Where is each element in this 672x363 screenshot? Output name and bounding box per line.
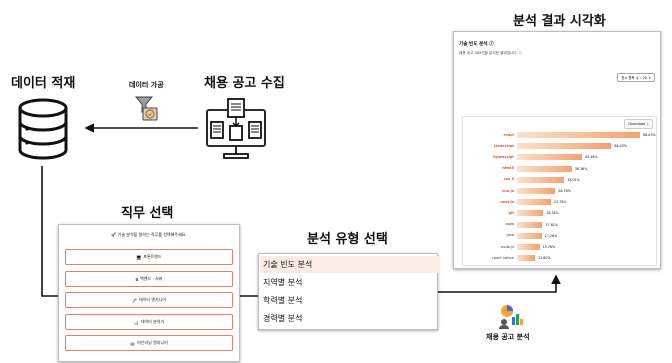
result-subtitle-text: 채용 공고 365건을 분석한 결과입니다. [459,51,518,55]
database-icon [18,98,68,160]
job-panel: 🚀 기술 분석을 원하는 직무를 선택해주세요. 🖥 프론트엔드 ⌸ 백엔드 ·… [58,224,240,362]
bar [517,176,565,183]
download-button[interactable]: Download ⤓ [624,119,653,129]
arrow-type-to-result [436,274,561,293]
bar-category-label: aws [506,222,514,227]
bar-chart: react 86.03% javascript 66.03% typescript 45.… [454,32,660,268]
bar-category-label: typescript [493,154,514,159]
bar-value-label: 12.60% [538,256,551,261]
robot-icon: 🤖 [130,340,136,346]
bar-category-label: java [506,233,514,238]
job-option-label: 백엔드 · 서버 [140,276,163,281]
type-option-frequency[interactable]: 기술 빈도 분석 [260,256,440,273]
job-option-label: 프론트엔드 [143,254,162,259]
process-label: 데이터 가공 [129,81,164,89]
bar-category-label: react [503,132,514,137]
chevron-down-icon: ▾ [648,75,651,80]
job-option-ml-engineer[interactable]: 🤖 머신러닝 엔지니어 [65,335,233,351]
collect-title: 채용 공고 수집 [204,76,285,91]
job-option-data-engineer[interactable]: 🖊 데이터 엔지니어 [65,292,233,308]
job-option-label: 머신러닝 엔지니어 [137,340,168,345]
bar-category-label: vue.js [501,188,514,193]
bar-category-label: javascript [494,143,514,148]
job-option-label: 데이터 엔지니어 [139,297,167,302]
bar-category-label: next.js [500,199,514,204]
download-button-label: Download [628,122,646,126]
download-icon: ⤓ [647,122,649,126]
bar [517,210,544,217]
type-option-region[interactable]: 지역별 분석 [263,278,303,287]
info-icon[interactable]: ⓘ [519,51,523,55]
result-subtitle: 채용 공고 365건을 분석한 결과입니다. ⓘ [459,51,523,56]
bar [517,165,572,172]
info-icon[interactable]: ⓘ [489,42,494,47]
job-prompt: 🚀 기술 분석을 원하는 직무를 선택해주세요. [111,232,187,237]
bar-value-label: 26.78% [558,189,571,193]
bar-category-label: react native [492,255,514,260]
job-option-backend[interactable]: ⌸ 백엔드 · 서버 [65,271,233,287]
data-processing-icon [134,96,158,121]
type-panel: 기술 빈도 분석 지역별 분석 학력별 분석 경력별 분석 [258,253,440,330]
line-storage-to-job [41,166,58,297]
type-option-education[interactable]: 학력별 분석 [263,296,303,305]
bar-value-label: 33.01% [567,177,580,182]
bar [517,154,583,161]
item-count-select-label: 표시 항목 수 : [621,76,641,80]
bar [517,221,543,228]
job-option-label: 데이터 분석가 [140,319,165,324]
bar [517,188,556,194]
analysis-label: 채용 공고 분석 [486,333,530,341]
bar-value-label: 18.34% [546,211,559,216]
bar-value-label: 86.03% [643,133,656,137]
result-panel: 기술 빈도 분석 ⓘ 채용 공고 365건을 분석한 결과입니다. ⓘ 표시 항… [453,31,661,269]
pen-icon: 🖊 [131,297,138,303]
item-count-select[interactable]: 표시 항목 수 : 20 ▾ [617,73,655,82]
chart-icon: 📊 [133,319,139,325]
server-icon: ⌸ [135,276,139,282]
analysis-icon [499,305,523,329]
result-title-text: 기술 빈도 분석 [459,42,488,47]
job-option-data-analyst[interactable]: 📊 데이터 분석가 [65,314,233,330]
type-option-career[interactable]: 경력별 분석 [263,314,303,323]
monitor-icon: 🖥 [136,254,142,260]
bar-value-label: 23.78% [554,200,567,205]
bar-value-label: 66.03% [614,144,627,149]
bar-value-label: 17.81% [545,222,559,227]
chart-area [462,116,657,266]
bar-value-label: 17.26% [544,233,558,238]
bar [517,199,551,206]
bar-value-label: 38.36% [574,166,588,171]
bar [517,244,540,250]
storage-title: 데이터 적재 [11,76,76,91]
item-count-select-value: 20 [642,75,647,80]
bar-value-label: 45.48% [585,155,598,160]
bar [517,232,542,239]
bar-category-label: html5 [502,166,514,171]
bar-value-label: 15.76% [542,245,556,249]
job-title: 직무 선택 [121,206,174,221]
bar-category-label: git [508,210,514,215]
visualize-title: 분석 결과 시각화 [513,14,606,29]
job-posting-collect-icon [206,98,266,159]
type-title: 분석 유형 선택 [307,232,388,247]
job-option-frontend[interactable]: 🖥 프론트엔드 [65,249,233,265]
result-title: 기술 빈도 분석 ⓘ [459,41,494,47]
bar [517,143,612,150]
bar [517,255,536,262]
bar-category-label: node.js [501,244,514,249]
bar-category-label: css 3 [503,177,514,182]
bar [517,132,641,138]
